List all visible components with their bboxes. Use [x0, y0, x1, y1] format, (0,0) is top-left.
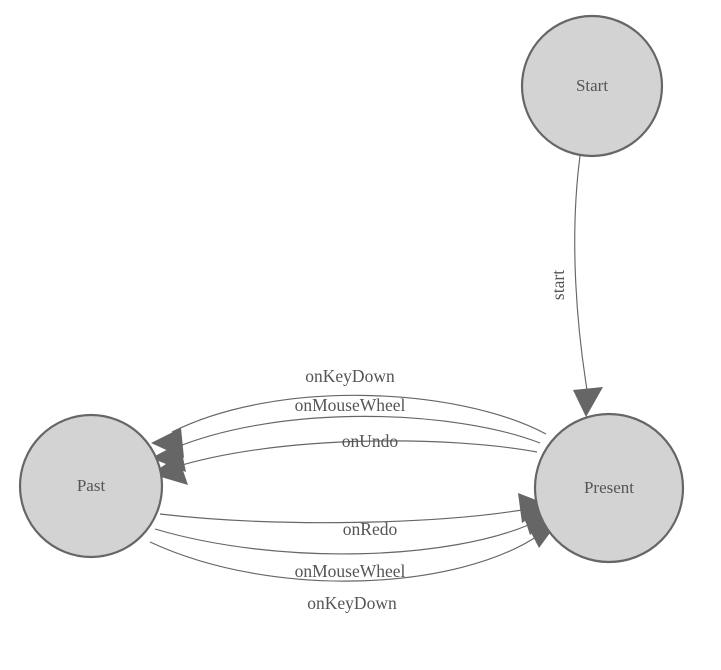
- edge-start-to-present[interactable]: start: [548, 155, 603, 417]
- edge-past-to-present-onmousewheel-path: [154, 522, 534, 555]
- edge-past-to-present-onkeydown-path: [149, 534, 540, 582]
- edge-label-present-to-past-onundo: onUndo: [342, 431, 399, 451]
- node-start-label: Start: [576, 76, 608, 95]
- node-past-circle: [18, 413, 164, 559]
- edge-present-to-past-onkeydown-path: [171, 394, 547, 435]
- node-start-circle: [520, 14, 664, 158]
- node-past-label: Past: [77, 476, 106, 495]
- node-past[interactable]: Past: [18, 413, 164, 559]
- edge-past-to-present-onredo[interactable]: onRedo: [159, 493, 549, 539]
- edge-layer: start onKeyDown onMouseWheel onUndo: [149, 155, 603, 613]
- edge-label-past-to-present-onmousewheel: onMouseWheel: [295, 561, 406, 581]
- edge-label-past-to-present-onkeydown: onKeyDown: [307, 593, 397, 613]
- edge-label-present-to-past-onmousewheel: onMouseWheel: [295, 395, 406, 415]
- edge-label-past-to-present-onredo: onRedo: [343, 519, 398, 539]
- edge-label-present-to-past-onkeydown: onKeyDown: [305, 366, 395, 386]
- edge-past-to-present-onkeydown[interactable]: onKeyDown: [149, 521, 558, 613]
- node-present-label: Present: [584, 478, 634, 497]
- edge-label-start: start: [548, 270, 568, 300]
- node-start[interactable]: Start: [520, 14, 664, 158]
- edge-past-to-present-onredo-path: [159, 508, 529, 524]
- edge-present-to-past-onundo-arrowhead: [151, 456, 188, 485]
- node-present-circle: [533, 412, 685, 564]
- edge-start-to-present-path: [574, 155, 589, 397]
- node-layer: Start Past Present: [18, 14, 685, 564]
- edge-start-to-present-arrowhead: [573, 387, 603, 417]
- edge-present-to-past-onundo-path: [171, 440, 538, 469]
- node-present[interactable]: Present: [533, 412, 685, 564]
- edge-present-to-past-onmousewheel-path: [171, 415, 541, 450]
- edge-present-to-past-onundo[interactable]: onUndo: [151, 431, 538, 485]
